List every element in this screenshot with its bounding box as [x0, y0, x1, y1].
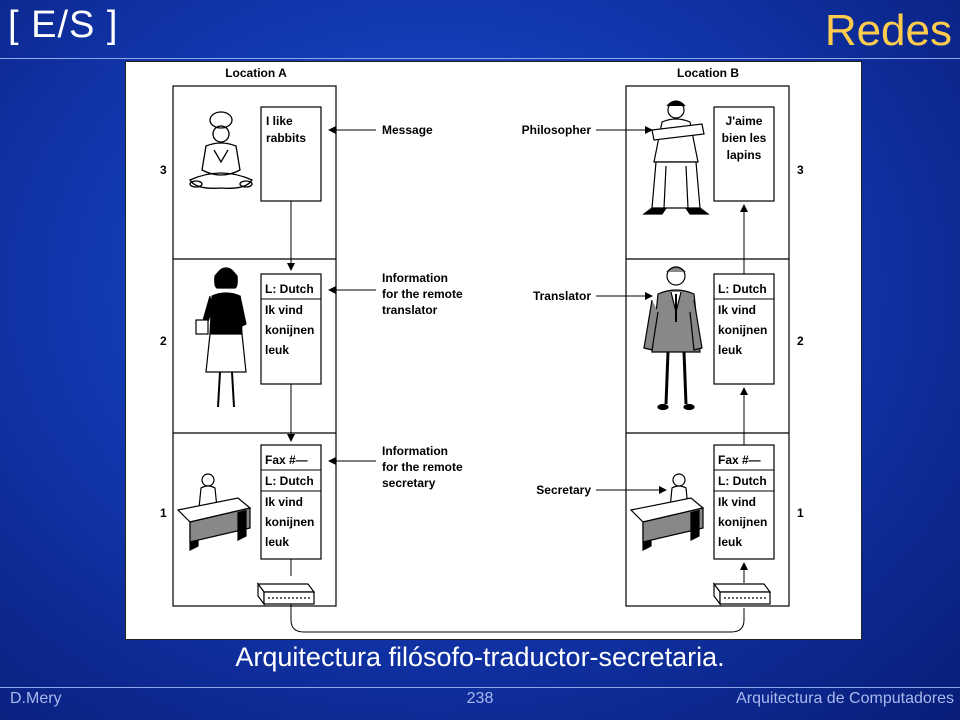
- physical-link-cable: [290, 604, 745, 633]
- left-translation-box: [260, 273, 322, 385]
- location-a-label: Location A: [225, 66, 287, 80]
- layer-number-1-right: 1: [797, 506, 804, 520]
- location-b-label: Location B: [677, 66, 739, 80]
- right-l2-line2: Ik vind: [718, 303, 756, 317]
- footer-rule: [0, 687, 960, 688]
- right-stack: [625, 85, 790, 607]
- secretary-a-figure: [176, 473, 252, 551]
- right-l2-line1: L: Dutch: [718, 282, 767, 296]
- info-secretary-line3: secretary: [382, 476, 436, 490]
- footer-course: Arquitectura de Computadores: [736, 690, 954, 707]
- info-secretary-line2: for the remote: [382, 460, 463, 474]
- modem-b-icon: [712, 582, 772, 606]
- right-l3-line2: bien les: [722, 131, 767, 145]
- secretary-label: Secretary: [536, 483, 591, 497]
- message-label: Message: [382, 123, 433, 137]
- right-l2-line4: leuk: [718, 343, 742, 357]
- left-l1-line5: leuk: [265, 535, 289, 549]
- right-l2-line3: konijnen: [718, 323, 767, 337]
- right-l1-line2: L: Dutch: [718, 474, 767, 488]
- left-stack: [172, 85, 337, 607]
- right-message-box: [713, 106, 775, 202]
- left-l1-line3: Ik vind: [265, 495, 303, 509]
- philosopher-a-figure: [189, 111, 253, 189]
- info-secretary-line1: Information: [382, 444, 448, 458]
- info-translator-line3: translator: [382, 303, 438, 317]
- modem-a-icon: [256, 582, 316, 606]
- right-fax-box: [713, 444, 775, 560]
- secretary-b-figure: [629, 473, 705, 551]
- left-l3-line2: rabbits: [266, 131, 306, 145]
- left-l2-line2: Ik vind: [265, 303, 303, 317]
- translator-label: Translator: [533, 289, 591, 303]
- layer-number-1-left: 1: [160, 506, 167, 520]
- layer-number-2-left: 2: [160, 334, 167, 348]
- info-translator-line2: for the remote: [382, 287, 463, 301]
- right-l1-line1: Fax #—: [718, 453, 761, 467]
- layer-number-3-right: 3: [797, 163, 804, 177]
- layer-number-3-left: 3: [160, 163, 167, 177]
- footer-author: D.Mery: [10, 690, 62, 707]
- philosopher-b-figure: [642, 100, 710, 215]
- left-message-box: [260, 106, 322, 202]
- info-translator-line1: Information: [382, 271, 448, 285]
- left-l2-line1: L: Dutch: [265, 282, 314, 296]
- right-l3-line3: lapins: [727, 148, 762, 162]
- slide-tag: [ E/S ]: [8, 4, 119, 46]
- left-l3-line1: I like: [266, 114, 293, 128]
- right-l1-line4: konijnen: [718, 515, 767, 529]
- left-l2-line3: konijnen: [265, 323, 314, 337]
- left-fax-box: [260, 444, 322, 560]
- left-l1-line1: Fax #—: [265, 453, 308, 467]
- slide-title: Redes: [824, 6, 952, 55]
- right-l3-line1: J'aime: [726, 114, 763, 128]
- diagram-canvas: Location A Location B 3 2 1 3 2 1 I like…: [160, 66, 804, 633]
- diagram-caption: Arquitectura filósofo-traductor-secretar…: [235, 642, 725, 672]
- left-l2-line4: leuk: [265, 343, 289, 357]
- right-l1-line3: Ik vind: [718, 495, 756, 509]
- left-l1-line4: konijnen: [265, 515, 314, 529]
- right-translation-box: [713, 273, 775, 385]
- right-l1-line5: leuk: [718, 535, 742, 549]
- header-rule: [0, 58, 960, 59]
- philosopher-label: Philosopher: [522, 123, 592, 137]
- translator-b-figure: [643, 266, 703, 411]
- layer-number-2-right: 2: [797, 334, 804, 348]
- translator-a-figure: [195, 267, 247, 408]
- left-l1-line2: L: Dutch: [265, 474, 314, 488]
- footer-page-number: 238: [466, 690, 494, 707]
- protocol-diagram: Location A Location B 3 2 1 3 2 1 I like…: [125, 61, 862, 640]
